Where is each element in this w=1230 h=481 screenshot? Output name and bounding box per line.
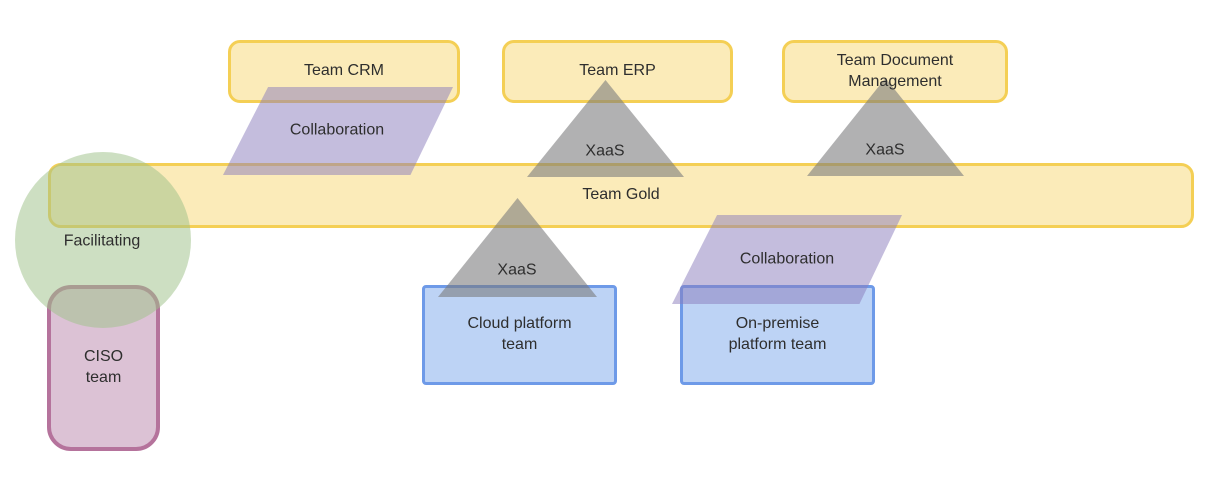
cloud-platform-team-box: Cloud platform team — [422, 285, 617, 385]
team-erp-box: Team ERP — [502, 40, 733, 103]
xaas-label-erp: XaaS — [585, 142, 625, 160]
team-crm-label: Team CRM — [303, 62, 384, 80]
team-document-management-label: Team Document Management — [836, 51, 954, 90]
collaboration-label-on-premise: Collaboration — [739, 250, 835, 268]
xaas-label-document-management: XaaS — [865, 141, 905, 159]
team-document-management-box: Team Document Management — [782, 40, 1008, 103]
team-erp-label: Team ERP — [579, 62, 656, 80]
collaboration-label-crm: Collaboration — [289, 121, 385, 139]
on-premise-platform-team-label: On-premise platform team — [728, 315, 827, 353]
cloud-platform-team-label: Cloud platform team — [467, 315, 572, 353]
collaboration-parallelogram-on-premise — [672, 215, 902, 304]
team-gold-label: Team Gold — [582, 186, 660, 204]
facilitating-label: Facilitating — [63, 232, 141, 250]
facilitating-circle — [15, 152, 191, 328]
collaboration-parallelogram-crm — [223, 87, 453, 175]
ciso-team-label: CISO team — [83, 348, 124, 386]
xaas-label-cloud-platform: XaaS — [497, 261, 537, 279]
